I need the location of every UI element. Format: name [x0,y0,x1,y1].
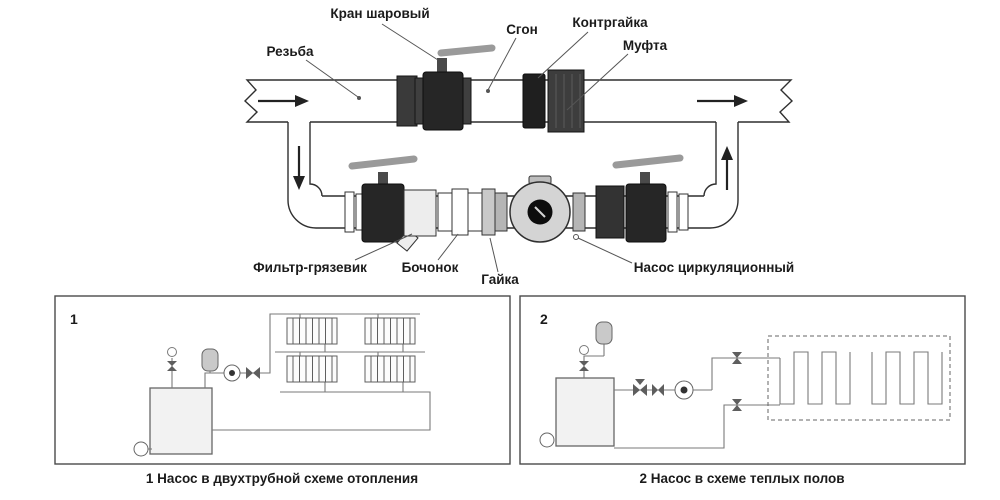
leader-sgon [487,37,517,91]
burner-2 [539,432,555,448]
gauge-1 [167,347,177,357]
gauge-2 [579,345,589,355]
label-ball-valve: Кран шаровый [330,6,429,21]
bypass-right-elbow-outer-edge [709,122,739,229]
scheme-2-number: 2 [540,311,548,327]
radiator [364,317,416,345]
leader-ball-valve [381,23,439,61]
safety-valve-2 [579,361,589,366]
union-right-b [678,193,689,231]
valve-stem [640,172,650,188]
bypass-left-elbow-fill [288,120,322,228]
valve-handle [348,155,418,170]
bypass-right-elbow-inner-edge [703,122,717,197]
label-thread: Резьба [266,44,314,59]
return-pipe-1 [212,391,431,431]
main-pipe [243,79,794,123]
return-branch-2 [614,404,780,449]
scheme-valve-1 [246,367,253,379]
leader-nut [489,237,499,273]
pump-flange-left [494,192,508,232]
valve-body [361,183,405,243]
three-way-valve-2 [633,379,647,396]
union-nut-fitting [396,75,418,127]
leader-locknut [537,31,589,79]
burner-1 [133,441,149,457]
flow-arrow-right-icon [697,95,748,107]
label-sgon: Сгон [506,22,538,37]
radiator [364,355,416,383]
expansion-tank-2 [595,321,613,345]
bypass-left-elbow-inner-edge [309,122,323,197]
barrel-nipple [437,188,483,236]
boiler-1 [149,387,213,455]
ball-valve-bypass-right [612,154,684,243]
flow-arrow-left-icon [258,95,309,107]
valve-handle [612,154,684,169]
filter-strainer [396,189,437,252]
floor-coil-1 [779,351,851,405]
boiler-2 [555,377,615,447]
coupling-bypass [595,185,625,239]
flow-arrow-up-icon [721,146,733,190]
manifold-valve-return [732,399,742,411]
label-filter: Фильтр-грязевик [253,260,367,275]
manifold-valve-supply [732,352,742,364]
safety-valve-1 [167,361,177,366]
floor-coil-2 [871,351,943,405]
scheme-2: 2 [519,295,966,486]
ball-valve-top [414,44,496,131]
valve-cap-right [462,77,472,125]
leader-thread [305,59,359,98]
leader-pump [577,237,633,264]
nut-fitting [481,188,496,236]
floor-area [767,335,951,421]
coupling-fitting [547,69,585,133]
bypass-fittings [344,154,689,252]
valve-cap-left [414,77,424,125]
radiator [286,355,338,383]
union-right-a [667,191,678,233]
radiator [286,317,338,345]
pump-flange-right [572,192,586,232]
pump-rotor-slot [534,206,546,218]
leader-coupling [566,53,629,111]
flow-arrow-down-icon [293,146,305,190]
label-locknut: Контргайка [572,15,648,30]
leader-thread-dot [357,96,361,100]
scheme-1: 1 1 Насос в двухтрубной схеме отопления [54,295,511,486]
supply-branch-2 [711,357,780,390]
filter-body [403,189,437,237]
scheme-valve-2 [652,384,664,396]
valve-body [422,71,464,131]
bypass-right-elbow-fill [704,120,738,228]
scheme-1-number: 1 [70,311,78,327]
label-coupling: Муфта [623,38,668,53]
circulation-pump [494,175,586,243]
supply-pipe-1 [204,313,420,388]
leader-barrel [437,233,459,261]
label-nut: Гайка [481,272,519,287]
valve-handle [437,44,496,57]
leader-pump-dot [573,234,579,240]
scheme-2-caption: 2 Насос в схеме теплых полов [639,471,844,486]
label-pump: Насос циркуляционный [634,260,794,275]
leader-filter [354,233,413,261]
valve-body [625,183,667,243]
bypass-left-elbow-outer-edge [287,122,317,229]
leader-sgon-dot [486,89,490,93]
top-fittings [396,44,585,133]
label-barrel: Бочонок [402,260,459,275]
union-left-a [344,191,355,233]
scheme-1-caption: 1 Насос в двухтрубной схеме отопления [146,471,418,486]
valve-stem [437,58,447,74]
locknut-fitting [522,73,546,129]
valve-stem [378,172,388,188]
callouts: Кран шаровый Сгон Контргайка Муфта Резьб… [253,6,794,287]
expansion-tank-1 [201,348,219,372]
scheme-1-frame [54,295,511,465]
